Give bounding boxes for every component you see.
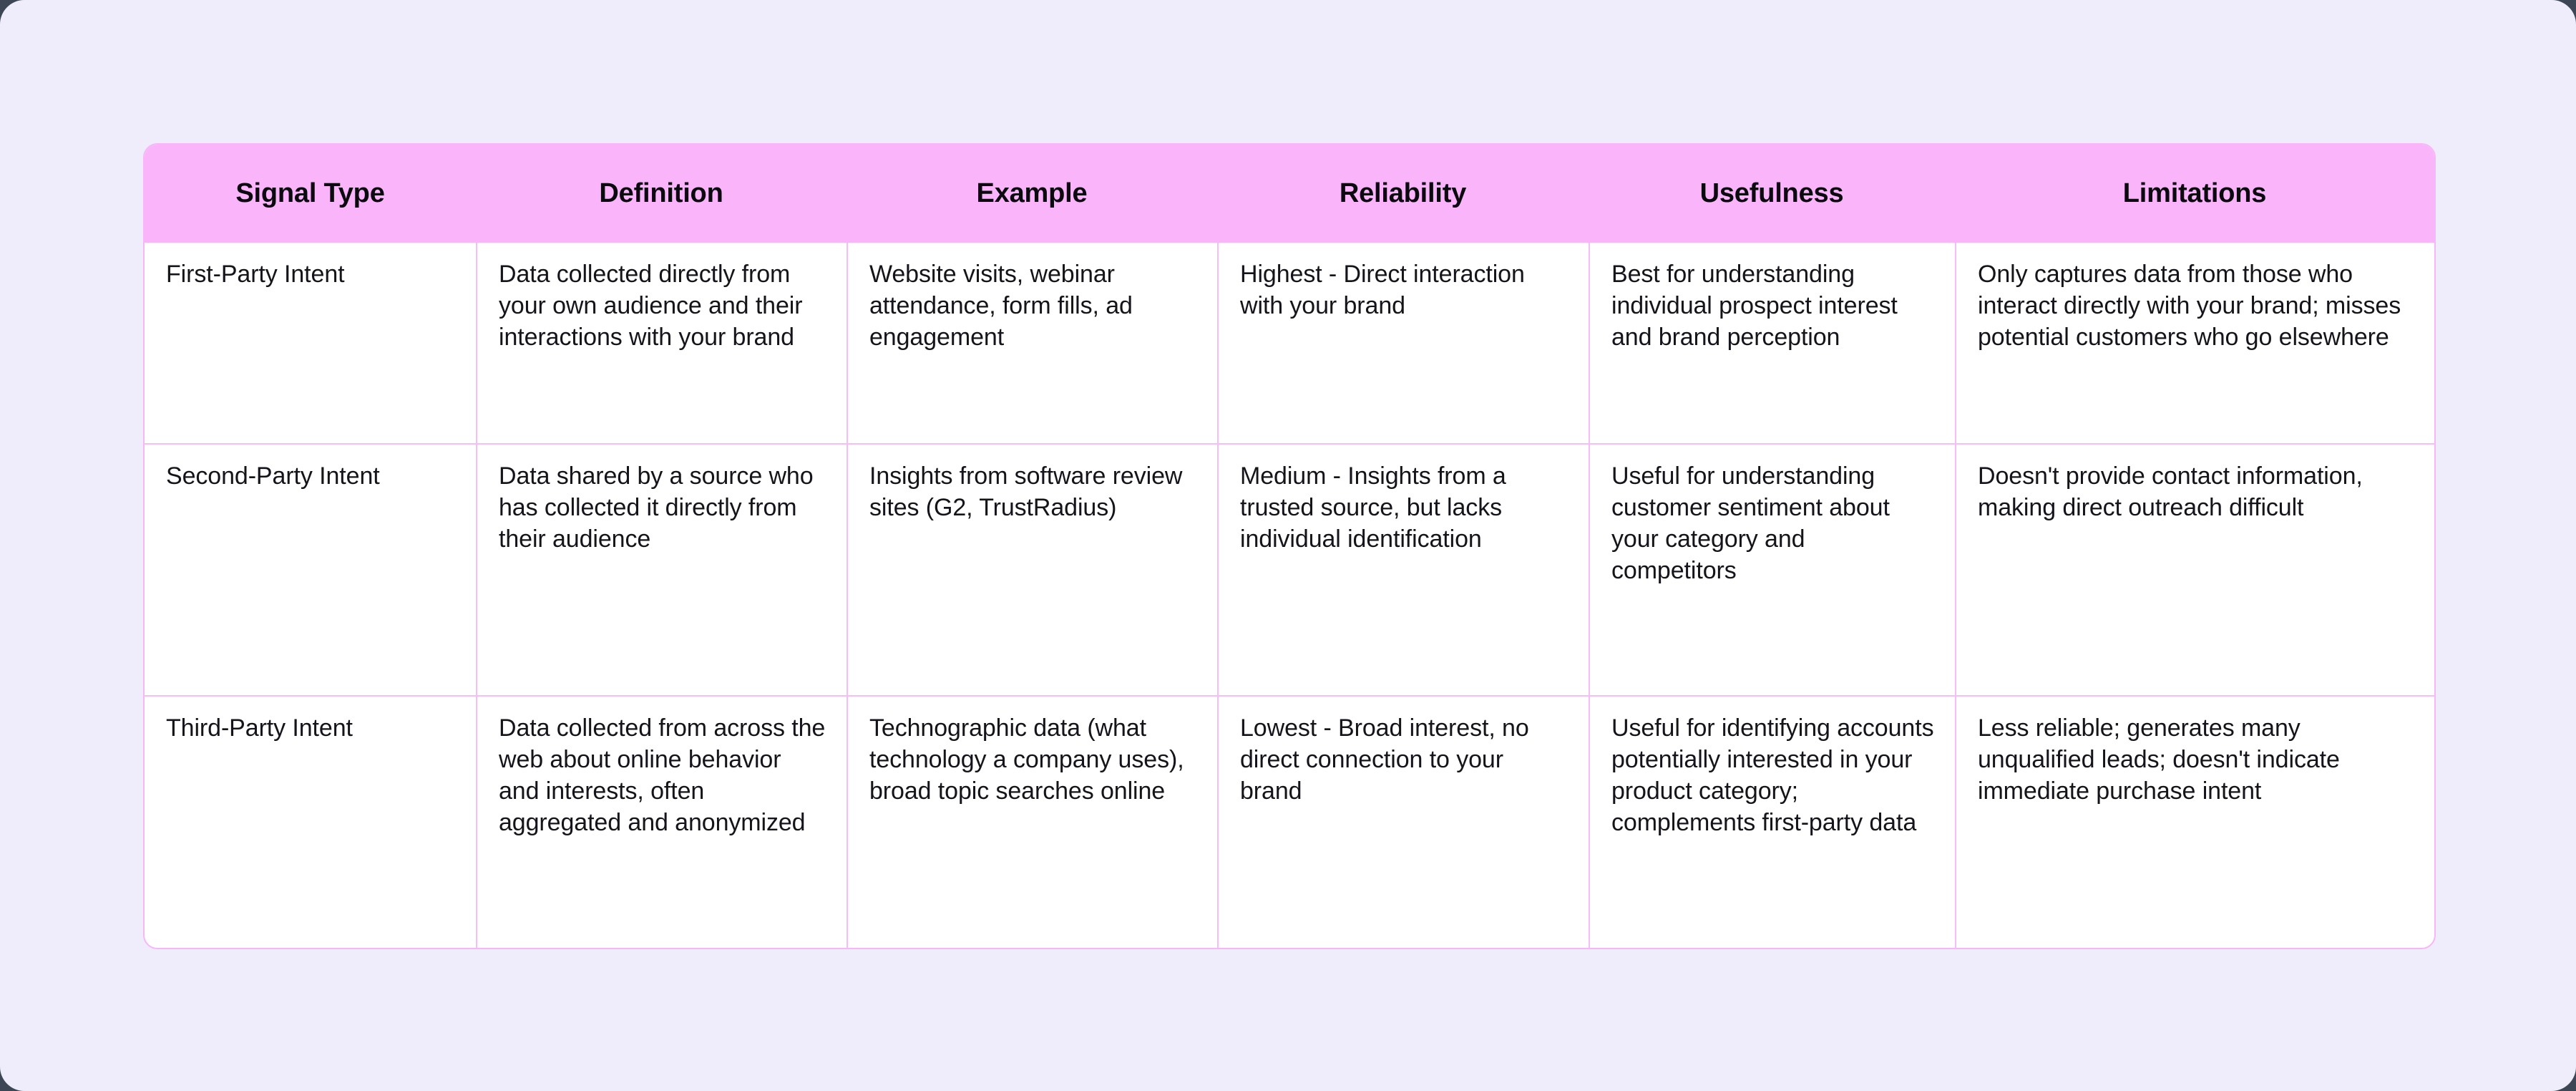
cell-usefulness: Useful for understanding customer sentim… [1589, 442, 1955, 696]
table-row: Third-Party Intent Data collected from a… [145, 695, 2434, 948]
cell-usefulness: Best for understanding individual prospe… [1589, 243, 1955, 443]
cell-reliability: Lowest - Broad interest, no direct conne… [1217, 695, 1589, 948]
column-header-definition: Definition [599, 178, 723, 208]
cell-reliability: Highest - Direct interaction with your b… [1217, 243, 1589, 443]
cell-reliability: Medium - Insights from a trusted source,… [1217, 442, 1589, 696]
cell-example: Insights from software review sites (G2,… [847, 442, 1217, 696]
column-header-example: Example [976, 178, 1088, 208]
cell-definition: Data shared by a source who has collecte… [476, 442, 847, 696]
cell-limitations: Doesn't provide contact information, mak… [1955, 442, 2434, 696]
table-row: First-Party Intent Data collected direct… [145, 243, 2434, 443]
cell-signal-type: Second-Party Intent [145, 442, 476, 696]
cell-definition: Data collected directly from your own au… [476, 243, 847, 443]
column-header-limitations: Limitations [2122, 178, 2267, 208]
cell-example: Website visits, webinar attendance, form… [847, 243, 1217, 443]
table-row: Second-Party Intent Data shared by a sou… [145, 442, 2434, 696]
cell-definition: Data collected from across the web about… [476, 695, 847, 948]
column-header-reliability: Reliability [1339, 178, 1467, 208]
table-header-row: Signal Type Definition Example Reliabili… [145, 145, 2434, 243]
signal-comparison-table-container: Signal Type Definition Example Reliabili… [143, 143, 2436, 949]
cell-limitations: Less reliable; generates many unqualifie… [1955, 695, 2434, 948]
signal-comparison-table: Signal Type Definition Example Reliabili… [143, 143, 2436, 949]
column-header-signal-type: Signal Type [235, 178, 385, 208]
cell-example: Technographic data (what technology a co… [847, 695, 1217, 948]
cell-usefulness: Useful for identifying accounts potentia… [1589, 695, 1955, 948]
table-body: First-Party Intent Data collected direct… [145, 243, 2434, 948]
cell-signal-type: Third-Party Intent [145, 695, 476, 948]
cell-limitations: Only captures data from those who intera… [1955, 243, 2434, 443]
table-header: Signal Type Definition Example Reliabili… [145, 145, 2434, 243]
cell-signal-type: First-Party Intent [166, 261, 345, 288]
column-header-usefulness: Usefulness [1699, 178, 1844, 208]
